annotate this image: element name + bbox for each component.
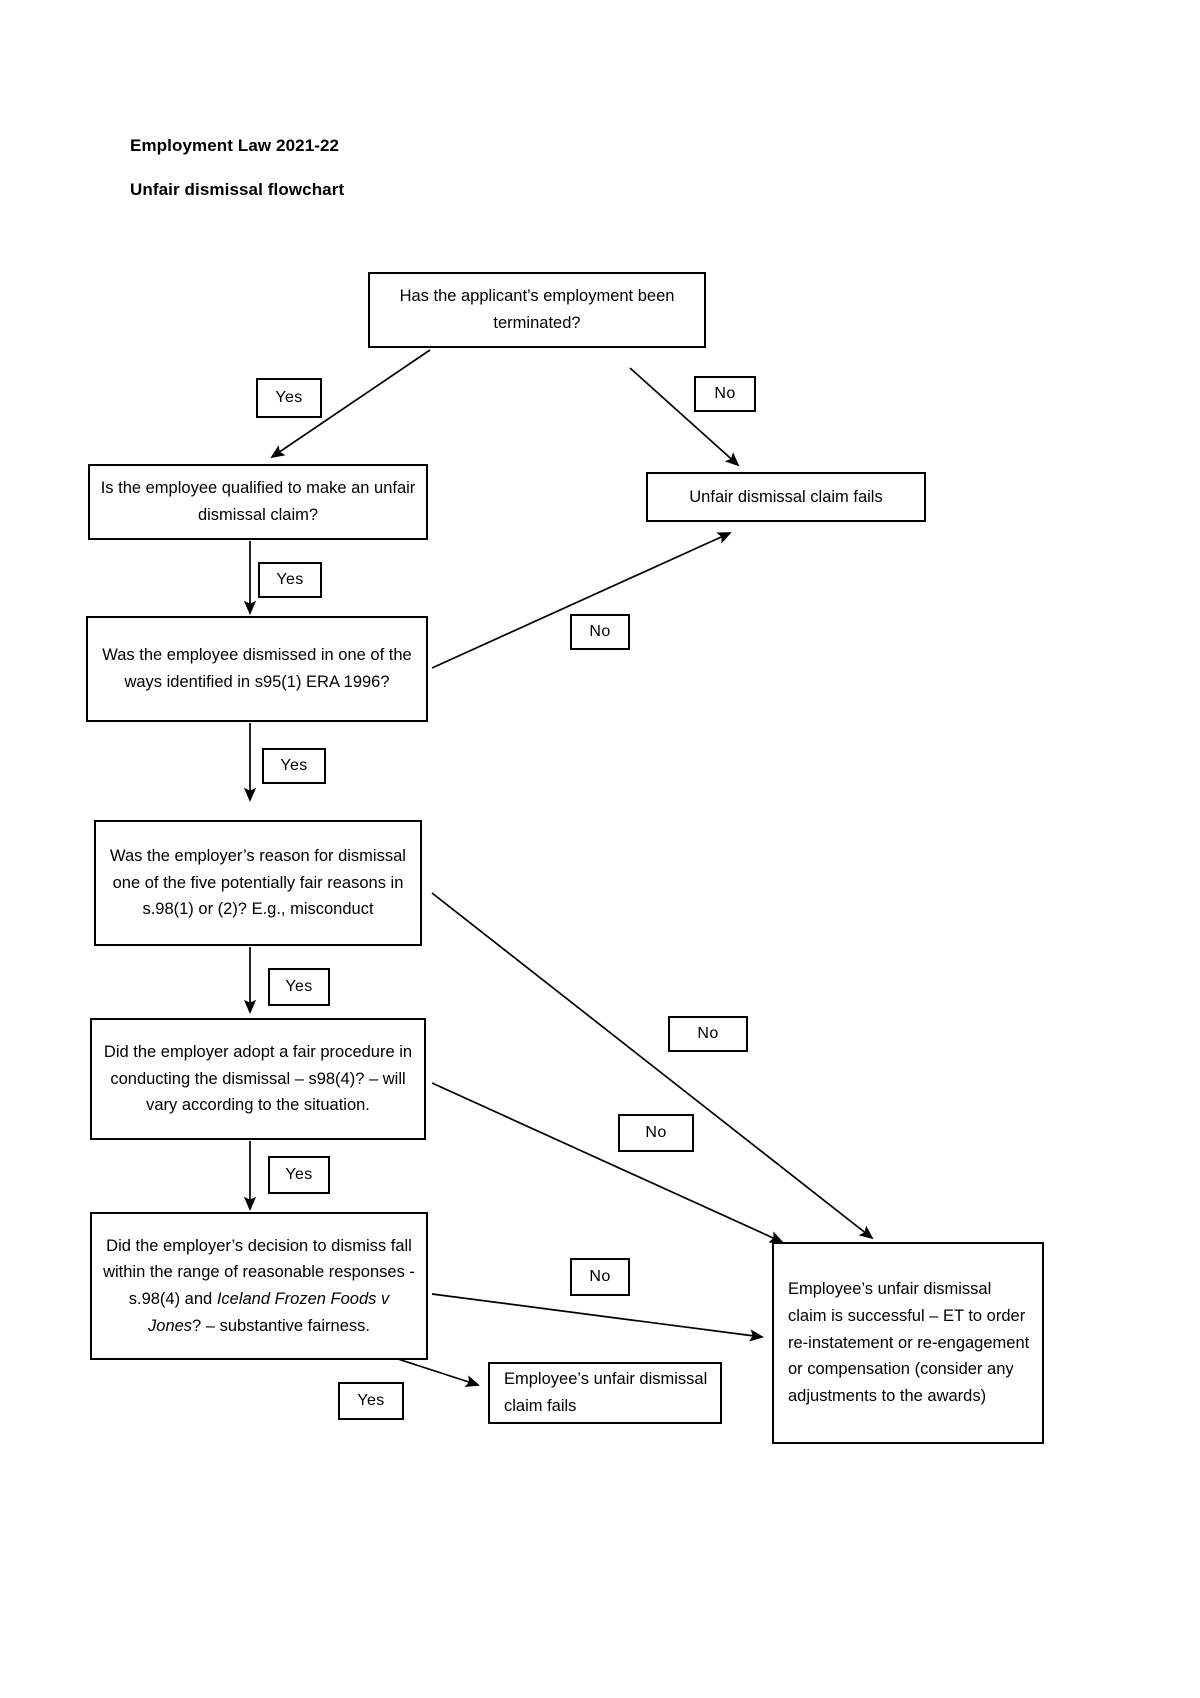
edge-label-yes-5: Yes (268, 1156, 330, 1194)
edge-label-no-1: No (694, 376, 756, 412)
edge-label-yes-2: Yes (258, 562, 322, 598)
node-range-text: Did the employer’s decision to dismiss f… (102, 1233, 416, 1340)
edge-label-no-2: No (570, 614, 630, 650)
node-fair-procedure[interactable]: Did the employer adopt a fair procedure … (90, 1018, 426, 1140)
edge-label-no-3: No (668, 1016, 748, 1052)
node-is-employee-qualified[interactable]: Is the employee qualified to make an unf… (88, 464, 428, 540)
edge-label-yes-4: Yes (268, 968, 330, 1006)
node-unfair-dismissal-claim-fails-top[interactable]: Unfair dismissal claim fails (646, 472, 926, 522)
edge-label-no-4: No (618, 1114, 694, 1152)
page-title: Employment Law 2021-22 (130, 136, 340, 155)
edge-fair-reason-no (431, 892, 874, 1240)
edge-range-no (431, 1293, 765, 1342)
edge-label-yes-1: Yes (256, 378, 322, 418)
edge-label-no-5: No (570, 1258, 630, 1296)
node-range-of-reasonable-responses[interactable]: Did the employer’s decision to dismiss f… (90, 1212, 428, 1360)
edge-fair-procedure-no (431, 1082, 784, 1243)
edge-label-yes-6: Yes (338, 1382, 404, 1420)
case-citation: Iceland Frozen Foods v Jones (148, 1290, 390, 1335)
range-text-part1: Did the employer’s decision to dismiss f… (103, 1236, 415, 1308)
node-has-employment-been-terminated[interactable]: Has the applicant’s employment been term… (368, 272, 706, 348)
node-unfair-dismissal-claim-fails-bottom[interactable]: Employee’s unfair dismissal claim fails (488, 1362, 722, 1424)
node-potentially-fair-reason[interactable]: Was the employer’s reason for dismissal … (94, 820, 422, 946)
edge-label-yes-3: Yes (262, 748, 326, 784)
node-was-employee-dismissed-s95[interactable]: Was the employee dismissed in one of the… (86, 616, 428, 722)
node-claim-successful-remedies[interactable]: Employee’s unfair dismissal claim is suc… (772, 1242, 1044, 1444)
range-text-part2: ? – substantive fairness. (192, 1316, 370, 1335)
page-subtitle: Unfair dismissal flowchart (130, 180, 345, 199)
